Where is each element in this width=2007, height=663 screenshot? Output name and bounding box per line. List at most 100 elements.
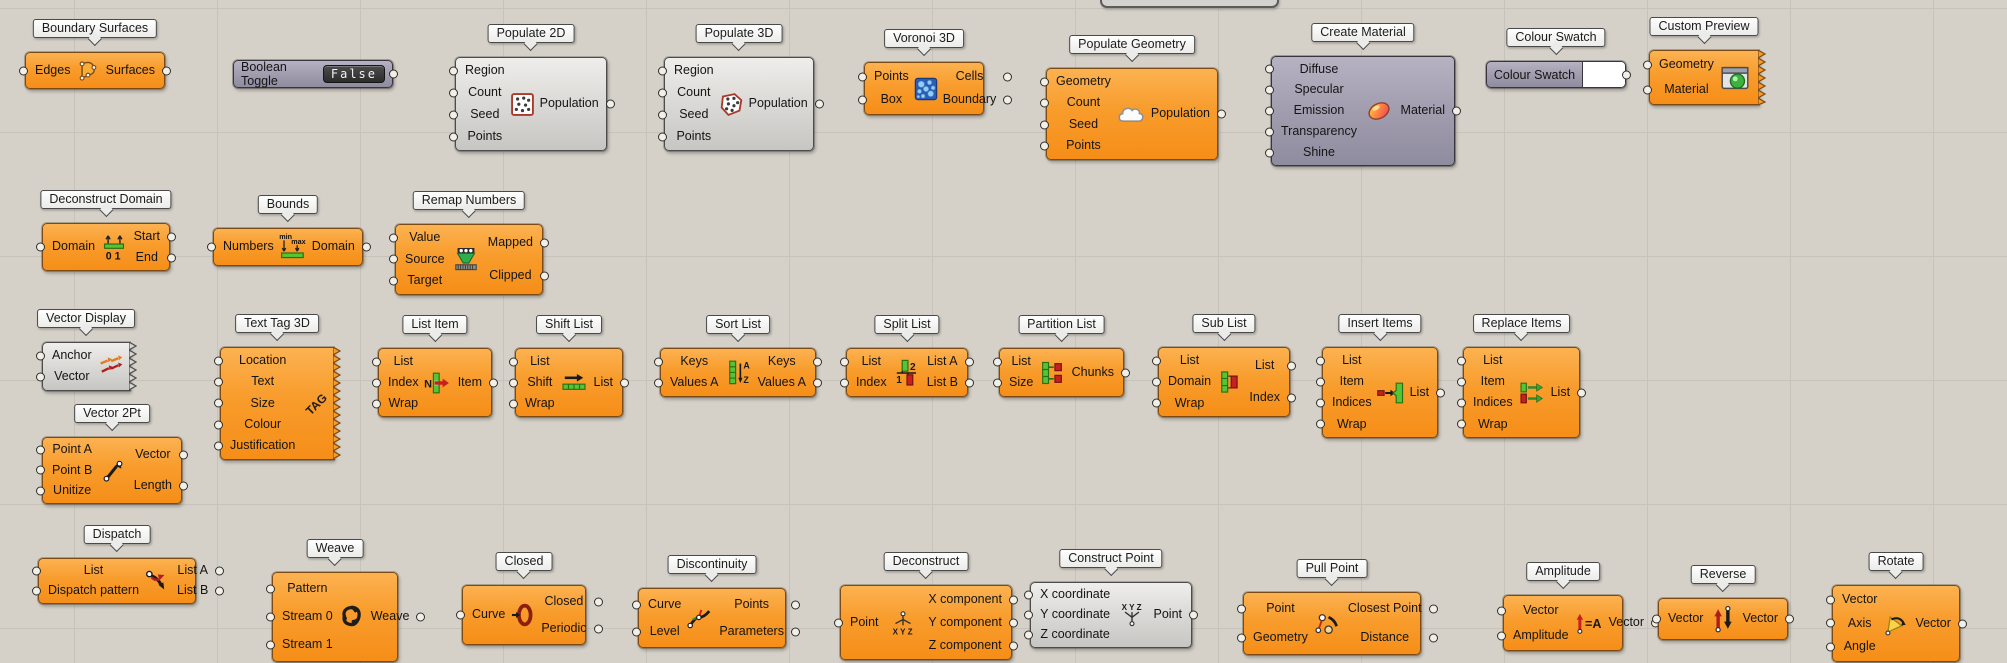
component-colour-swatch[interactable]: Colour Swatch bbox=[1486, 61, 1631, 88]
input-port-list[interactable] bbox=[840, 357, 849, 367]
output-port-keys[interactable] bbox=[813, 357, 822, 367]
input-port-region[interactable] bbox=[449, 66, 458, 76]
input-port-shine[interactable] bbox=[1265, 148, 1274, 158]
input-port-x-coordinate[interactable] bbox=[1024, 590, 1033, 600]
output-port-vector[interactable] bbox=[1785, 614, 1794, 624]
input-port-vector[interactable] bbox=[1826, 595, 1835, 605]
output-port-boolean-toggle[interactable] bbox=[389, 69, 398, 79]
input-port-text[interactable] bbox=[214, 377, 223, 387]
input-port-seed[interactable] bbox=[449, 110, 458, 120]
output-port-population[interactable] bbox=[605, 99, 615, 109]
output-port-clipped[interactable] bbox=[539, 271, 549, 281]
input-port-value[interactable] bbox=[389, 233, 398, 243]
input-port-vector[interactable] bbox=[1652, 614, 1661, 624]
output-port-population[interactable] bbox=[1216, 109, 1226, 119]
input-port-pattern[interactable] bbox=[266, 584, 275, 594]
input-port-point[interactable] bbox=[834, 618, 843, 627]
output-port-index[interactable] bbox=[1286, 393, 1296, 403]
input-port-level[interactable] bbox=[632, 627, 641, 636]
output-port-list-b[interactable] bbox=[964, 378, 974, 388]
input-port-item[interactable] bbox=[1316, 377, 1325, 387]
input-port-vector[interactable] bbox=[36, 372, 45, 382]
output-port-y-component[interactable] bbox=[1008, 618, 1018, 627]
input-port-points[interactable] bbox=[658, 132, 667, 142]
output-port-values-a[interactable] bbox=[813, 378, 822, 388]
input-port-source[interactable] bbox=[389, 254, 398, 264]
input-port-point-a[interactable] bbox=[36, 445, 45, 455]
input-port-region[interactable] bbox=[658, 66, 667, 76]
input-port-box[interactable] bbox=[858, 95, 867, 105]
output-port-periodic[interactable] bbox=[593, 624, 603, 633]
input-port-wrap[interactable] bbox=[1152, 398, 1161, 408]
input-port-angle[interactable] bbox=[1826, 642, 1835, 652]
output-port-weave[interactable] bbox=[416, 612, 426, 622]
input-port-item[interactable] bbox=[1457, 377, 1466, 387]
input-port-colour[interactable] bbox=[214, 420, 223, 430]
output-port-end[interactable] bbox=[166, 253, 176, 262]
input-port-vector[interactable] bbox=[1497, 606, 1506, 615]
output-port-list-a[interactable] bbox=[964, 357, 974, 367]
output-port-surfaces[interactable] bbox=[161, 66, 171, 75]
output-port-boundary[interactable] bbox=[1003, 95, 1013, 105]
output-port-colour-swatch[interactable] bbox=[1622, 70, 1631, 79]
input-port-stream-0[interactable] bbox=[266, 612, 275, 622]
input-port-values-a[interactable] bbox=[654, 378, 663, 388]
input-port-y-coordinate[interactable] bbox=[1024, 610, 1033, 620]
input-port-list[interactable] bbox=[509, 357, 518, 366]
input-port-point[interactable] bbox=[1237, 604, 1246, 614]
input-port-amplitude[interactable] bbox=[1497, 631, 1506, 640]
input-port-curve[interactable] bbox=[632, 600, 641, 609]
input-port-location[interactable] bbox=[214, 356, 223, 366]
output-port-vector[interactable] bbox=[178, 450, 188, 460]
input-port-geometry[interactable] bbox=[1040, 77, 1049, 87]
input-port-transparency[interactable] bbox=[1265, 127, 1274, 137]
input-port-shift[interactable] bbox=[509, 378, 518, 387]
input-port-curve[interactable] bbox=[456, 610, 465, 620]
output-port-list[interactable] bbox=[1286, 361, 1296, 371]
input-port-target[interactable] bbox=[389, 276, 398, 286]
input-port-keys[interactable] bbox=[654, 357, 663, 367]
output-port-parameters[interactable] bbox=[790, 627, 800, 636]
input-port-material[interactable] bbox=[1643, 85, 1652, 95]
input-port-geometry[interactable] bbox=[1643, 60, 1652, 70]
output-port-vector[interactable] bbox=[1957, 619, 1967, 628]
input-port-domain[interactable] bbox=[1152, 377, 1161, 387]
output-port-point[interactable] bbox=[1189, 610, 1198, 620]
swatch-colour-well[interactable] bbox=[1582, 62, 1625, 87]
input-port-index[interactable] bbox=[840, 378, 849, 388]
input-port-list[interactable] bbox=[1316, 356, 1325, 366]
input-port-diffuse[interactable] bbox=[1265, 64, 1274, 74]
input-port-size[interactable] bbox=[993, 378, 1002, 388]
output-port-list-a[interactable] bbox=[215, 566, 225, 576]
input-port-points[interactable] bbox=[449, 132, 458, 142]
input-port-unitize[interactable] bbox=[36, 486, 45, 496]
output-port-list-b[interactable] bbox=[215, 586, 225, 596]
input-port-seed[interactable] bbox=[658, 110, 667, 120]
output-port-closed[interactable] bbox=[593, 597, 603, 606]
input-port-axis[interactable] bbox=[1826, 618, 1835, 628]
output-port-list[interactable] bbox=[1436, 388, 1446, 397]
input-port-indices[interactable] bbox=[1457, 398, 1466, 408]
input-port-points[interactable] bbox=[1040, 141, 1049, 151]
input-port-count[interactable] bbox=[658, 88, 667, 98]
